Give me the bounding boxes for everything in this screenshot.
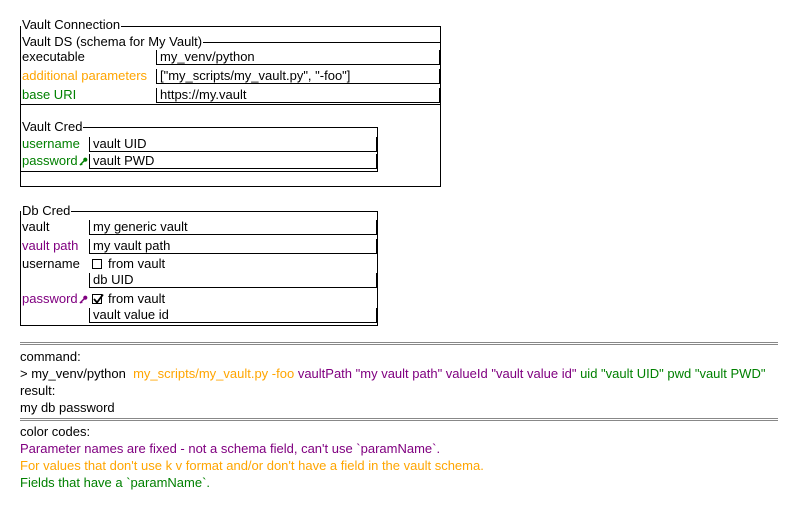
result-value: my db password — [20, 400, 115, 415]
key-icon — [79, 157, 88, 166]
base-uri-input[interactable]: https://my.vault — [156, 88, 440, 103]
additional-parameters-label: additional parameters — [22, 68, 148, 83]
command-vault-path-val: "my vault path" — [355, 366, 446, 381]
vault-password-row-label: password — [22, 153, 88, 169]
vault-path-input[interactable]: my vault path — [89, 239, 377, 254]
command-vault-path-key: vaultPath — [297, 366, 356, 381]
db-password-row-label: password — [22, 291, 88, 307]
db-password-input[interactable]: vault value id — [89, 308, 377, 323]
command-pwd-val: "vault PWD" — [694, 366, 766, 381]
command-value-id-val: "vault value id" — [491, 366, 581, 381]
vault-connection-legend: Vault Connection — [21, 17, 122, 32]
db-password-from-vault[interactable]: from vault — [92, 291, 165, 307]
db-vault-label: vault — [22, 219, 50, 234]
key-icon — [79, 295, 88, 304]
db-username-checkbox-label: from vault — [108, 256, 166, 271]
command-uid-key: uid — [580, 366, 602, 381]
vault-path-label: vault path — [22, 238, 79, 253]
divider-top — [20, 342, 778, 345]
db-password-label: password — [22, 291, 78, 306]
db-username-from-vault[interactable]: from vault — [92, 256, 165, 272]
db-username-label: username — [22, 256, 80, 271]
checkbox-checked-icon[interactable] — [92, 293, 104, 304]
color-code-orange: For values that don't use k v format and… — [20, 458, 484, 473]
vault-cred-group — [20, 127, 378, 172]
db-vault-input[interactable]: my generic vault — [89, 220, 377, 235]
executable-input[interactable]: my_venv/python — [156, 50, 440, 65]
command-script-args: my_scripts/my_vault.py -foo — [133, 366, 298, 381]
checkbox-unchecked-icon[interactable] — [92, 259, 102, 269]
vault-username-label: username — [22, 136, 80, 151]
color-codes-label: color codes: — [20, 424, 91, 439]
additional-parameters-input[interactable]: ["my_scripts/my_vault.py", "-foo"] — [156, 69, 440, 84]
result-label: result: — [20, 383, 56, 398]
command-value-id-key: valueId — [445, 366, 492, 381]
db-username-input[interactable]: db UID — [89, 273, 377, 288]
executable-label: executable — [22, 49, 85, 64]
vault-ds-legend: Vault DS (schema for My Vault) — [21, 34, 204, 49]
db-password-checkbox-label: from vault — [108, 291, 166, 306]
command-uid-val: "vault UID" — [601, 366, 668, 381]
command-prompt: > my_venv/python — [20, 366, 134, 381]
vault-ds-group — [20, 42, 441, 105]
vault-username-input[interactable]: vault UID — [89, 137, 377, 152]
db-cred-group — [20, 211, 378, 326]
vault-cred-legend: Vault Cred — [21, 119, 84, 134]
color-code-purple: Parameter names are fixed - not a schema… — [20, 441, 441, 456]
command-label: command: — [20, 349, 81, 364]
vault-password-label: password — [22, 153, 78, 168]
base-uri-label: base URI — [22, 87, 77, 102]
vault-password-input[interactable]: vault PWD — [89, 154, 377, 169]
divider-bottom — [20, 418, 778, 421]
db-cred-legend: Db Cred — [21, 203, 72, 218]
command-line: > my_venv/python my_scripts/my_vault.py … — [20, 366, 765, 382]
command-pwd-key: pwd — [667, 366, 695, 381]
color-code-green: Fields that have a `paramName`. — [20, 475, 211, 490]
vault-connection-group — [20, 26, 441, 187]
